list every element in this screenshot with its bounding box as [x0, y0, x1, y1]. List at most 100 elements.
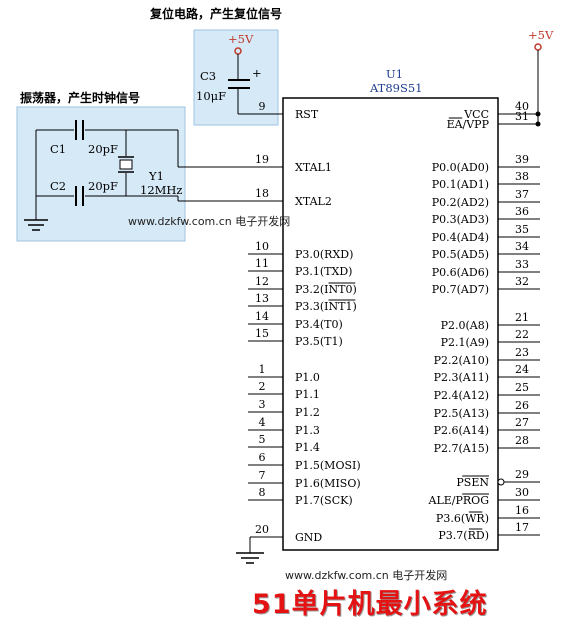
right-pin-label: P0.3(AD3) — [432, 213, 489, 226]
right-pin-label: P2.6(A14) — [434, 424, 489, 437]
left-pin-number: 12 — [255, 275, 269, 288]
right-pin-number: 39 — [515, 153, 529, 166]
right-pin-label: P2.5(A13) — [434, 407, 489, 420]
left-pin-number: 3 — [259, 398, 266, 411]
left-pin-number: 11 — [255, 257, 269, 270]
watermark-bottom: www.dzkfw.com.cn 电子开发网 — [285, 569, 448, 582]
c1-value: 20pF — [88, 142, 118, 156]
right-pin-label: P2.2(A10) — [434, 354, 489, 367]
page-title: 51单片机最小系统 — [252, 589, 488, 620]
left-pin-label: XTAL2 — [295, 195, 332, 208]
right-pin-number: 30 — [515, 486, 529, 499]
right-pin-label: P3.7(RD) — [438, 529, 489, 542]
left-pin-label: RST — [295, 108, 319, 121]
left-pin-label: P1.4 — [295, 441, 320, 454]
left-pin-number: 4 — [259, 416, 266, 429]
right-pin-label: P0.7(AD7) — [432, 283, 489, 296]
c3-ref: C3 — [200, 69, 216, 83]
y1-crystal — [119, 159, 133, 170]
left-pin-label: P1.1 — [295, 388, 320, 401]
right-pin-number: 40 — [515, 100, 529, 113]
vcc-terminal-right — [534, 43, 542, 51]
right-pin-number: 21 — [515, 311, 529, 324]
reset-circuit-caption: 复位电路，产生复位信号 — [150, 7, 283, 21]
right-pin-number: 31 — [515, 110, 529, 123]
c3-plus: + — [252, 66, 262, 80]
right-pin-number: 37 — [515, 188, 529, 201]
oscillator-panel — [16, 106, 186, 242]
c1-ref: C1 — [50, 142, 66, 156]
left-pin-number: 9 — [259, 100, 266, 113]
left-pin-label: P3.2(INT0) — [295, 283, 357, 296]
left-pin-label: P3.5(T1) — [295, 335, 343, 348]
reset-circuit-panel — [193, 29, 279, 126]
left-pin-label: P3.4(T0) — [295, 318, 343, 331]
left-pin-label: P3.1(TXD) — [295, 265, 352, 278]
right-pin-number: 35 — [515, 223, 529, 236]
watermark-top: www.dzkfw.com.cn 电子开发网 — [128, 215, 291, 228]
chip-part: AT89S51 — [369, 81, 423, 95]
left-pin-number: 8 — [259, 486, 266, 499]
right-pin-label: P3.6(WR) — [436, 512, 489, 525]
vcc-label-right: +5V — [528, 28, 554, 42]
vcc-label-left: +5V — [228, 32, 254, 46]
left-pin-number: 10 — [255, 240, 269, 253]
left-pin-number: 2 — [259, 380, 266, 393]
right-pin-label: P0.6(AD6) — [432, 266, 489, 279]
right-pin-number: 34 — [515, 240, 529, 253]
right-pin-number: 33 — [515, 258, 529, 271]
right-pin-number: 27 — [515, 416, 529, 429]
right-pin-label: P0.2(AD2) — [432, 196, 489, 209]
right-pin-label: P2.0(A8) — [441, 319, 489, 332]
right-pin-number: 23 — [515, 346, 529, 359]
left-pin-number: 19 — [255, 153, 269, 166]
right-pin-number: 22 — [515, 328, 529, 341]
left-pin-number: 14 — [255, 310, 269, 323]
right-pin-label: VCC — [463, 108, 489, 121]
c2-value: 20pF — [88, 179, 118, 193]
left-pin-label: P1.6(MISO) — [295, 477, 361, 490]
left-pin-label: P1.0 — [295, 371, 320, 384]
left-pin-number: 6 — [259, 451, 266, 464]
left-pin-label: P3.0(RXD) — [295, 248, 353, 261]
left-pin-number: 18 — [255, 187, 269, 200]
right-pin-label: P2.1(A9) — [441, 336, 489, 349]
psen-bubble — [497, 478, 505, 486]
right-pin-label: P0.1(AD1) — [432, 178, 489, 191]
right-pin-label: ALE/PROG — [428, 494, 489, 507]
left-pin-label: P1.2 — [295, 406, 320, 419]
y1-value: 12MHz — [140, 183, 183, 197]
right-pin-number: 28 — [515, 434, 529, 447]
chip-body — [282, 97, 499, 551]
right-pin-number: 38 — [515, 170, 529, 183]
right-pin-number: 17 — [515, 521, 529, 534]
left-pin-label: XTAL1 — [295, 161, 332, 174]
right-pin-number: 36 — [515, 205, 529, 218]
left-pin-number: 7 — [259, 469, 266, 482]
left-pin-label: P1.5(MOSI) — [295, 459, 361, 472]
right-pin-label: P0.5(AD5) — [432, 248, 489, 261]
left-pin-number: 5 — [259, 433, 266, 446]
oscillator-caption: 振荡器，产生时钟信号 — [20, 91, 141, 105]
c2-ref: C2 — [50, 179, 66, 193]
right-pin-number: 25 — [515, 381, 529, 394]
left-pin-label: P3.3(INT1) — [295, 300, 357, 313]
left-pin-label: P1.7(SCK) — [295, 494, 353, 507]
right-pin-label: PSEN — [456, 476, 489, 489]
right-pin-label: P2.7(A15) — [434, 442, 489, 455]
right-pin-label: P0.0(AD0) — [432, 161, 489, 174]
left-pin-label: GND — [295, 531, 322, 544]
right-pin-label: P2.4(A12) — [434, 389, 489, 402]
right-pin-number: 16 — [515, 504, 529, 517]
right-pin-number: 32 — [515, 275, 529, 288]
right-pin-number: 26 — [515, 399, 529, 412]
c3-value: 10μF — [196, 89, 226, 103]
chip-ref: U1 — [386, 67, 403, 81]
left-pin-number: 13 — [255, 292, 269, 305]
y1-ref: Y1 — [148, 169, 164, 183]
right-pin-number: 29 — [515, 468, 529, 481]
